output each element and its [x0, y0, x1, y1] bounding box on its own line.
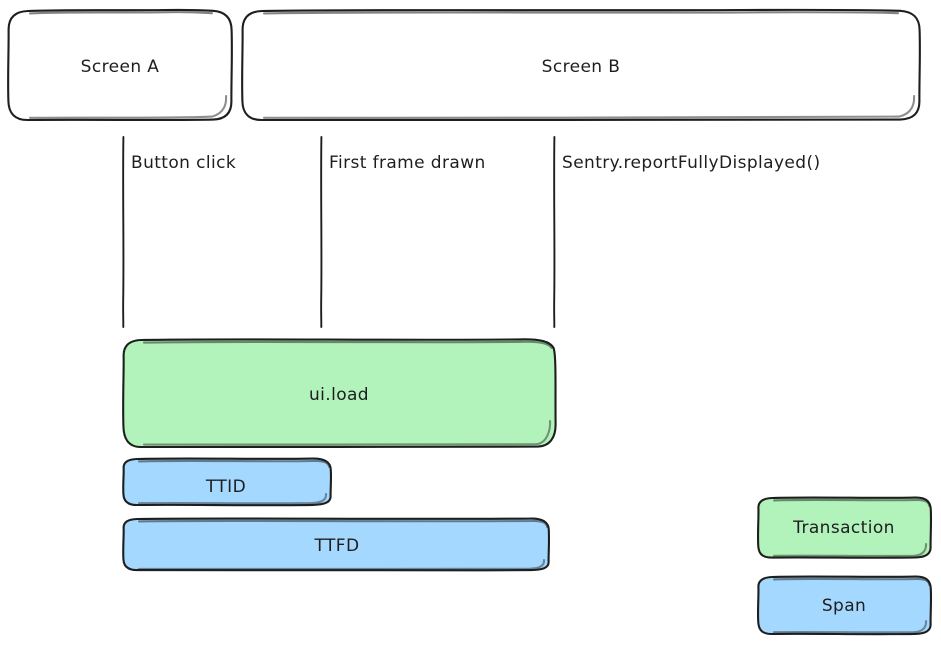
- marker-fully-displayed: Sentry.reportFullyDisplayed(): [553, 136, 821, 328]
- bar-ui-load-label: ui.load: [309, 385, 369, 405]
- marker-fully-displayed-label: Sentry.reportFullyDisplayed(): [562, 153, 821, 173]
- marker-button-click: Button click: [122, 136, 236, 328]
- bar-ttid[interactable]: TTID: [122, 457, 333, 507]
- bar-ui-load[interactable]: ui.load: [122, 338, 557, 449]
- screen-box-b[interactable]: Screen B: [241, 8, 921, 122]
- marker-first-frame-label: First frame drawn: [329, 153, 486, 173]
- markers-group: Button click First frame drawn Sentry.re…: [122, 136, 821, 328]
- screen-boxes-group: Screen A Screen B: [7, 8, 921, 122]
- legend-item-span[interactable]: Span: [756, 575, 933, 636]
- screen-box-a[interactable]: Screen A: [7, 8, 233, 122]
- bar-ttid-label: TTID: [205, 477, 246, 497]
- marker-first-frame: First frame drawn: [320, 136, 486, 328]
- screen-b-label: Screen B: [542, 57, 621, 77]
- bars-group: ui.load TTID TTFD: [122, 338, 557, 572]
- marker-button-click-label: Button click: [131, 153, 236, 173]
- legend-item-transaction[interactable]: Transaction: [756, 496, 933, 559]
- screen-a-label: Screen A: [81, 57, 160, 77]
- bar-ttfd-label: TTFD: [314, 536, 360, 556]
- legend-transaction-label: Transaction: [792, 518, 895, 538]
- legend-span-label: Span: [822, 596, 866, 616]
- bar-ttfd[interactable]: TTFD: [122, 517, 551, 572]
- legend-group: Transaction Span: [756, 496, 933, 636]
